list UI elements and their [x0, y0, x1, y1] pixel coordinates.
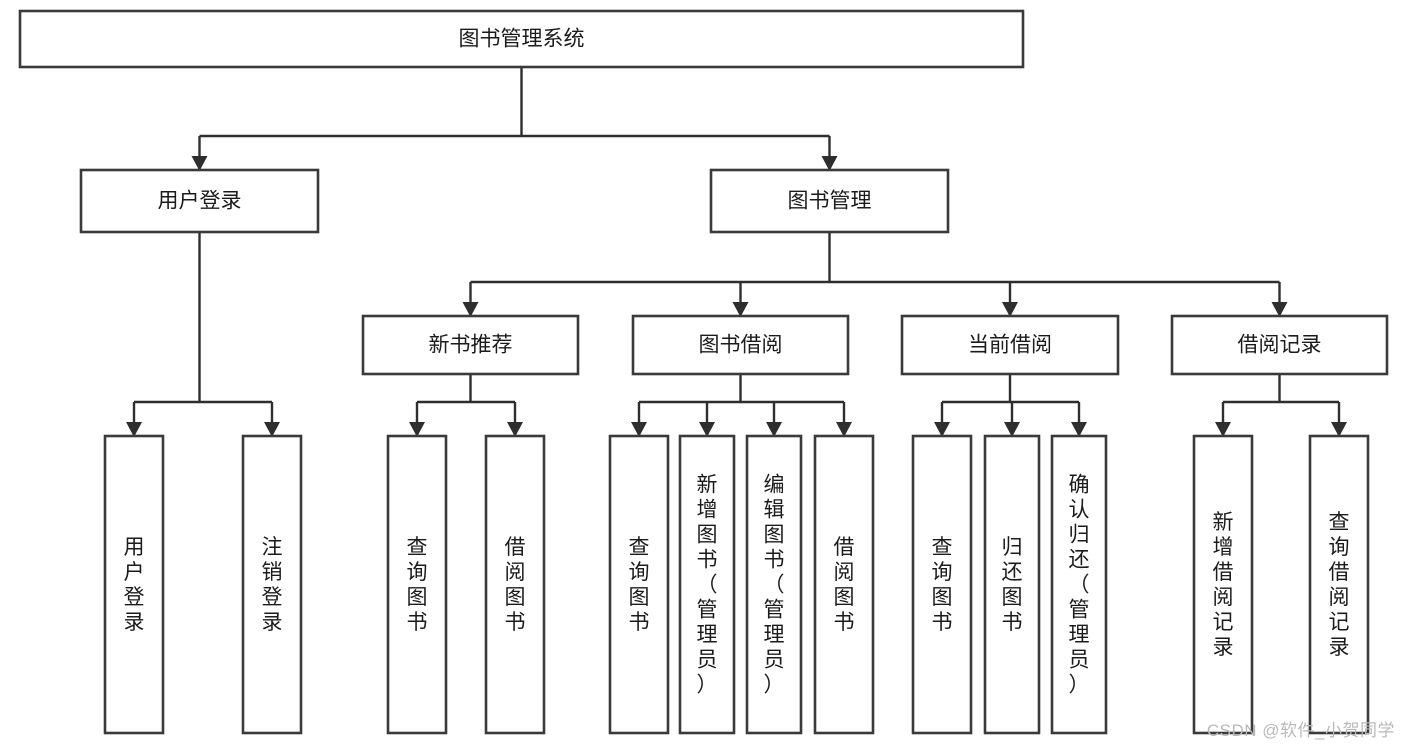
node-box-rect — [241, 434, 303, 735]
node-box-rect — [745, 434, 803, 735]
node-box-rect — [983, 434, 1041, 735]
node-leaf-edit-book-admin[interactable]: 编辑图书（管理员） — [745, 434, 803, 735]
node-label: 新增借阅记录 — [1213, 511, 1234, 659]
arrow-head-icon — [631, 422, 647, 437]
node-box-rect — [900, 314, 1120, 376]
node-box-rect — [1308, 434, 1370, 735]
node-leaf-add-borrow-record[interactable]: 新增借阅记录 — [1192, 434, 1254, 735]
node-box-rect — [1192, 434, 1254, 735]
node-label: 查询图书 — [629, 536, 650, 634]
node-box-rect — [361, 314, 580, 376]
node-boxes: 图书管理系统用户登录图书管理新书推荐图书借阅当前借阅借阅记录用户登录注销登录查询… — [18, 9, 1389, 735]
node-box-rect — [1170, 314, 1389, 376]
node-leaf-query-book-2[interactable]: 查询图书 — [608, 434, 670, 735]
node-box-rect — [678, 434, 736, 735]
node-label: 查询图书 — [932, 536, 953, 634]
node-user-login[interactable]: 用户登录 — [79, 168, 320, 234]
arrow-head-icon — [836, 422, 852, 437]
node-label: 用户登录 — [158, 190, 242, 213]
node-label: 新书推荐 — [429, 334, 513, 357]
node-label: 图书管理 — [788, 190, 872, 213]
node-leaf-add-book-admin[interactable]: 新增图书（管理员） — [678, 434, 736, 735]
arrow-head-icon — [1002, 302, 1018, 317]
node-leaf-query-borrow-record[interactable]: 查询借阅记录 — [1308, 434, 1370, 735]
node-label: 归还图书 — [1002, 536, 1023, 634]
node-label: 确认归还（管理员） — [1069, 474, 1090, 697]
node-box-rect — [608, 434, 670, 735]
node-box-rect — [709, 168, 950, 234]
node-label: 查询借阅记录 — [1329, 511, 1350, 659]
arrow-head-icon — [732, 302, 749, 317]
arrow-head-icon — [1271, 302, 1288, 317]
node-label: 用户登录 — [124, 536, 145, 634]
node-box-rect — [18, 9, 1025, 69]
node-box-rect — [1050, 434, 1108, 735]
connector-lines — [126, 67, 1347, 437]
node-leaf-user-logout[interactable]: 注销登录 — [241, 434, 303, 735]
node-label: 图书管理系统 — [459, 28, 585, 51]
arrow-head-icon — [821, 156, 838, 171]
node-leaf-borrow-book-2[interactable]: 借阅图书 — [813, 434, 875, 735]
arrow-head-icon — [191, 156, 208, 171]
node-root[interactable]: 图书管理系统 — [18, 9, 1025, 69]
arrow-head-icon — [1004, 422, 1020, 437]
node-label: 编辑图书（管理员） — [764, 474, 785, 697]
node-leaf-confirm-return-admin[interactable]: 确认归还（管理员） — [1050, 434, 1108, 735]
node-box-rect — [631, 314, 850, 376]
node-label: 当前借阅 — [968, 334, 1052, 357]
arrow-head-icon — [1071, 422, 1087, 437]
node-leaf-user-login[interactable]: 用户登录 — [103, 434, 165, 735]
node-book-borrow[interactable]: 图书借阅 — [631, 314, 850, 376]
node-label: 借阅图书 — [834, 536, 855, 634]
node-leaf-return-book[interactable]: 归还图书 — [983, 434, 1041, 735]
node-box-rect — [911, 434, 973, 735]
node-label: 查询图书 — [407, 536, 428, 634]
node-box-rect — [484, 434, 546, 735]
arrow-head-icon — [699, 422, 715, 437]
arrow-head-icon — [1215, 422, 1231, 437]
node-leaf-query-book-3[interactable]: 查询图书 — [911, 434, 973, 735]
node-box-rect — [103, 434, 165, 735]
arrow-head-icon — [264, 422, 280, 437]
node-book-manage[interactable]: 图书管理 — [709, 168, 950, 234]
csdn-watermark: CSDN @软件_小贺同学 — [1206, 721, 1395, 740]
arrow-head-icon — [507, 422, 523, 437]
node-current-borrow[interactable]: 当前借阅 — [900, 314, 1120, 376]
node-label: 注销登录 — [262, 536, 283, 634]
node-leaf-borrow-book-1[interactable]: 借阅图书 — [484, 434, 546, 735]
arrow-head-icon — [409, 422, 425, 437]
arrow-head-icon — [934, 422, 950, 437]
arrow-head-icon — [766, 422, 782, 437]
node-new-book-rec[interactable]: 新书推荐 — [361, 314, 580, 376]
node-leaf-query-book-1[interactable]: 查询图书 — [386, 434, 448, 735]
node-box-rect — [79, 168, 320, 234]
arrow-head-icon — [1331, 422, 1347, 437]
node-box-rect — [386, 434, 448, 735]
arrow-head-icon — [126, 422, 142, 437]
node-label: 借阅记录 — [1238, 334, 1322, 357]
node-label: 借阅图书 — [505, 536, 526, 634]
node-label: 新增图书（管理员） — [697, 474, 718, 697]
node-borrow-record[interactable]: 借阅记录 — [1170, 314, 1389, 376]
arrow-head-icon — [462, 302, 479, 317]
node-box-rect — [813, 434, 875, 735]
node-label: 图书借阅 — [699, 334, 783, 357]
